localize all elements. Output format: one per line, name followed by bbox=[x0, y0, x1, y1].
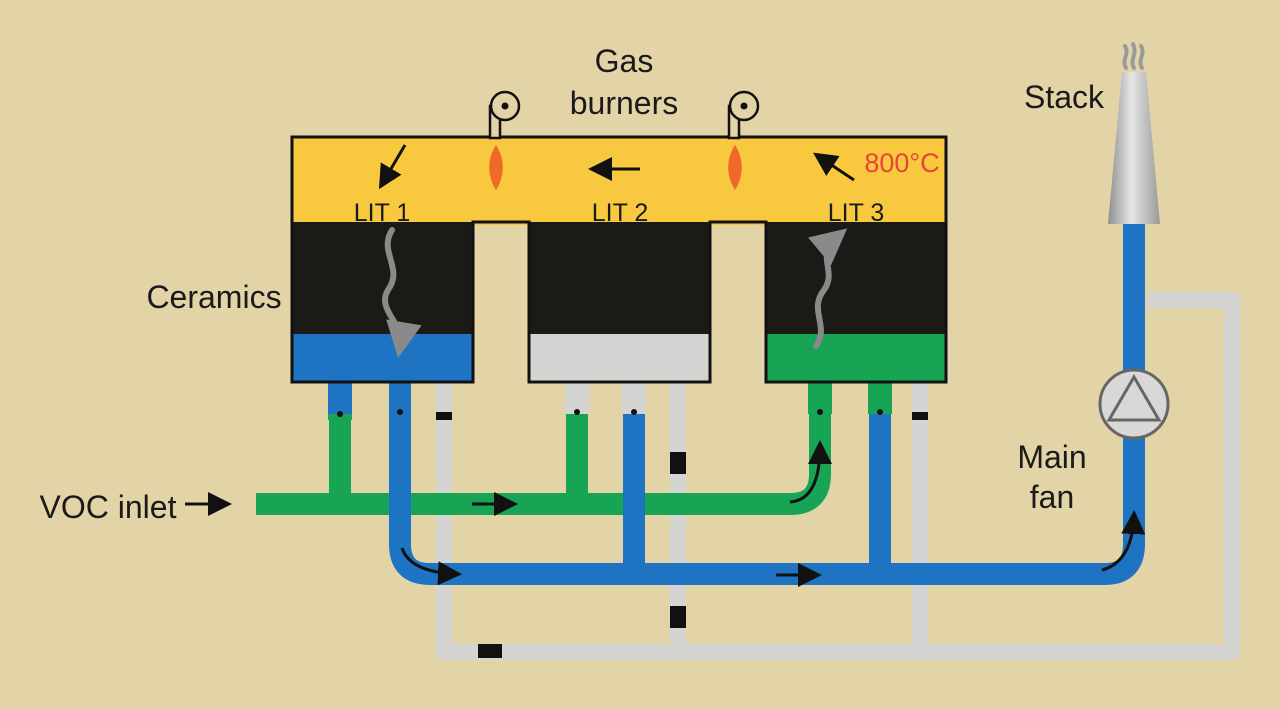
ceramics-label: Ceramics bbox=[146, 279, 281, 315]
plenum-lit3 bbox=[766, 334, 946, 382]
plenum-lit2 bbox=[529, 334, 710, 382]
valve-icon bbox=[397, 409, 403, 415]
outlet-header-to-stack bbox=[389, 220, 1145, 585]
valve-icon bbox=[337, 411, 343, 417]
flame-icon bbox=[728, 145, 742, 190]
flow-arrow-icon bbox=[400, 547, 462, 586]
voc-inlet-label: VOC inlet bbox=[40, 489, 177, 525]
fan-icon bbox=[1106, 374, 1162, 422]
labels: Gas burners Stack Ceramics VOC inlet Mai… bbox=[40, 43, 1105, 525]
plenum-lit1 bbox=[292, 334, 473, 382]
valve-icon bbox=[670, 452, 686, 474]
ceramic-bed-lit2 bbox=[529, 222, 710, 334]
valve-icon bbox=[436, 412, 452, 420]
oxidizer-outline bbox=[290, 135, 948, 384]
stub-lit2-outlet bbox=[622, 380, 646, 414]
bed-label-lit2: LIT 2 bbox=[592, 199, 649, 227]
gas-burners-label-line2: burners bbox=[570, 85, 679, 121]
valve-icon bbox=[670, 606, 686, 628]
stack-chimney bbox=[1108, 72, 1160, 224]
stub-lit1-inlet bbox=[328, 380, 352, 414]
burner-left bbox=[488, 90, 521, 190]
burner-right bbox=[727, 90, 760, 190]
heat-wave-icon bbox=[808, 228, 848, 349]
oxidizer-body bbox=[290, 135, 948, 384]
flow-arrow-icon bbox=[789, 440, 832, 504]
bed-label-lit1: LIT 1 bbox=[354, 199, 411, 227]
flow-arrow-icon bbox=[378, 144, 407, 190]
flow-arrow-icon bbox=[813, 152, 855, 182]
stack bbox=[1108, 42, 1160, 224]
voc-inlet-header bbox=[256, 380, 831, 515]
smoke-icon bbox=[1122, 42, 1145, 70]
valve-icon bbox=[912, 412, 928, 420]
flame-icon bbox=[489, 145, 503, 190]
stub-lit3-outlet bbox=[868, 380, 892, 414]
main-fan-label-line2: fan bbox=[1030, 479, 1074, 515]
valve-icon bbox=[478, 644, 502, 658]
valve-icon bbox=[574, 409, 580, 415]
flow-arrow-icon bbox=[1101, 510, 1146, 572]
valve-icon bbox=[817, 409, 823, 415]
main-fan bbox=[1098, 368, 1170, 440]
stub-lit3-inlet bbox=[808, 380, 832, 414]
ceramic-bed-lit1 bbox=[292, 222, 473, 334]
temperature-label: 800°C bbox=[864, 148, 939, 178]
ceramic-bed-lit3 bbox=[766, 222, 946, 334]
heat-wave-icon bbox=[382, 227, 422, 358]
valve-icon bbox=[631, 409, 637, 415]
valves bbox=[337, 409, 928, 658]
stub-lit2-inlet bbox=[565, 380, 589, 414]
gas-burners-label-line1: Gas bbox=[595, 43, 654, 79]
valve-icon bbox=[877, 409, 883, 415]
bed-label-lit3: LIT 3 bbox=[828, 199, 885, 227]
stack-label: Stack bbox=[1024, 79, 1105, 115]
main-fan-label-line1: Main bbox=[1017, 439, 1086, 475]
